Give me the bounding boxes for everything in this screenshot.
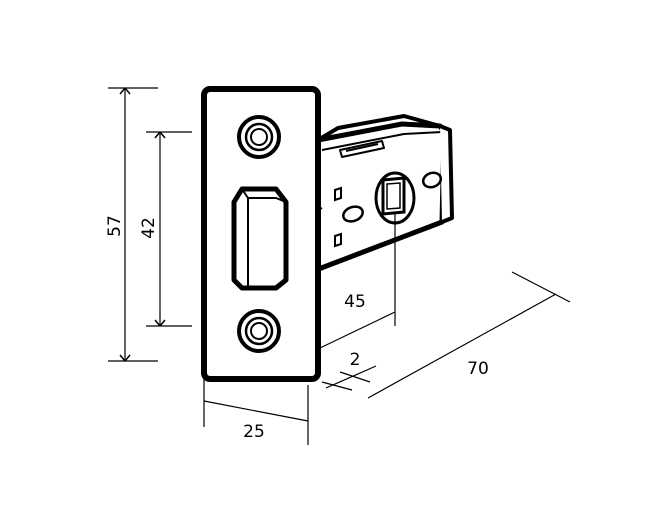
case-top-inner-edge	[321, 131, 443, 151]
dim-label-57: 57	[105, 215, 125, 237]
dim-line-25	[203, 400, 309, 422]
dim-label-45: 45	[344, 292, 366, 312]
oval-hole-left	[342, 205, 364, 223]
spindle-square-inner	[386, 182, 401, 210]
dim-label-42: 42	[139, 217, 159, 239]
dim-label-25: 25	[243, 422, 265, 442]
dim-line-2	[325, 365, 377, 389]
top-slot-inner	[345, 143, 379, 152]
oval-hole-right	[421, 171, 443, 189]
dim-line-70	[367, 293, 557, 399]
dim-label-2: 2	[350, 350, 361, 370]
faceplate	[201, 86, 321, 382]
rivet-lower	[334, 232, 342, 248]
case-top-face	[316, 114, 441, 142]
dim-label-70: 70	[467, 359, 489, 379]
dimension-lines	[108, 87, 571, 445]
dimension-ticks	[119, 87, 166, 362]
rivet-upper	[334, 186, 342, 202]
case-end-face	[439, 124, 454, 224]
screw-hole-top	[237, 115, 281, 159]
latch-bolt	[231, 186, 289, 291]
dim-line-45	[319, 311, 396, 349]
screw-hole-bottom	[237, 309, 281, 353]
